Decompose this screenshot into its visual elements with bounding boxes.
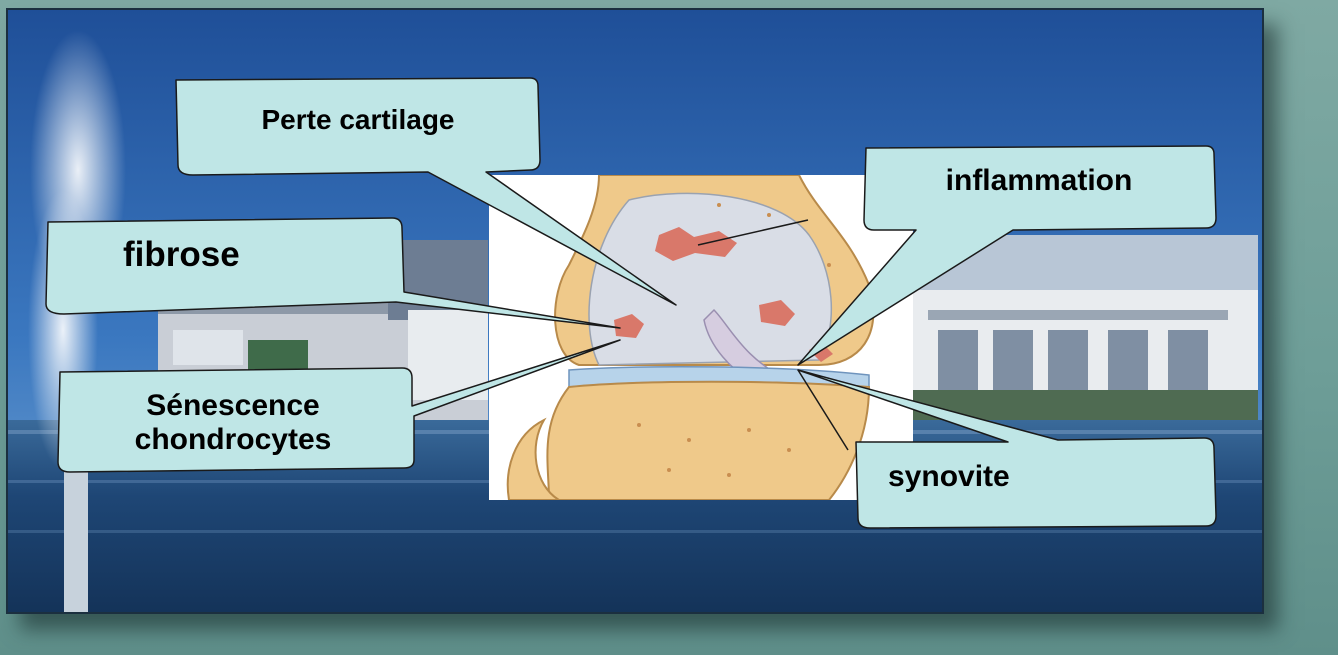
- senescence-line2: chondrocytes: [135, 423, 332, 458]
- buildings-right: [913, 235, 1258, 430]
- knee-illustration: [489, 175, 913, 500]
- callout-inflammation-label: inflammation: [874, 155, 1204, 207]
- callout-senescence-label: Sénescence chondrocytes: [68, 378, 398, 468]
- slide-frame: Perte cartilage inflammation fibrose Sén…: [6, 8, 1264, 614]
- callout-fibrose-label: fibrose: [58, 225, 378, 285]
- senescence-line1: Sénescence: [146, 389, 319, 424]
- callout-synovite-label: synovite: [868, 452, 1088, 502]
- callout-perte-cartilage-label: Perte cartilage: [188, 90, 528, 150]
